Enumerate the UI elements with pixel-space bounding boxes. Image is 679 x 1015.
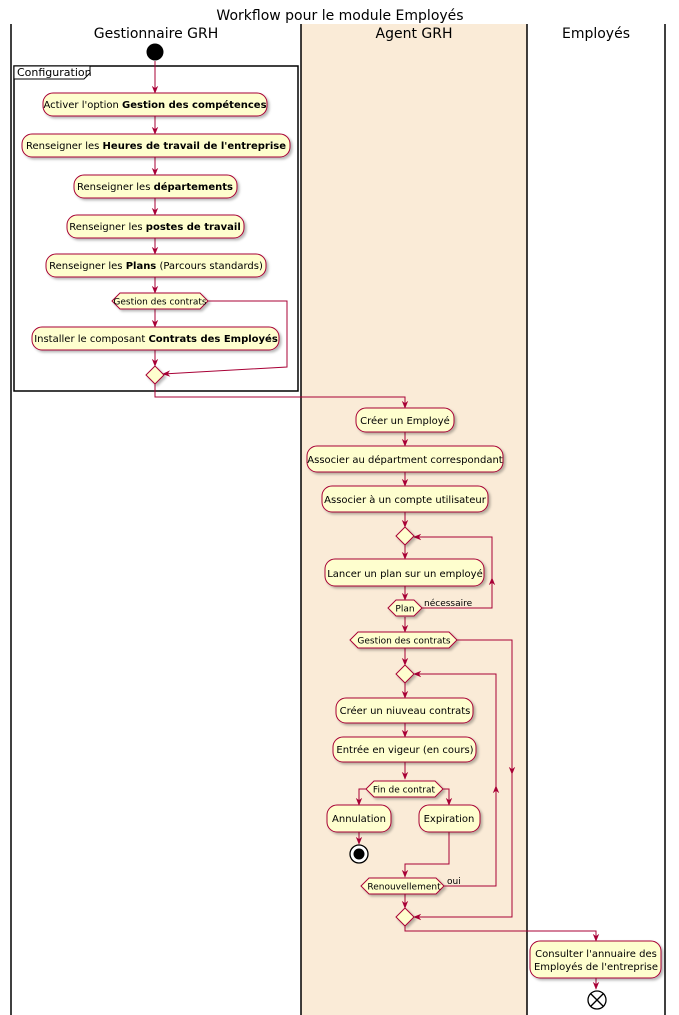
activity-associer-compte <box>321 485 489 513</box>
decision-renouvellement-guard: oui <box>447 877 461 887</box>
merge-node-contrats <box>395 907 415 927</box>
activity-departements-text: Renseigner les départements <box>77 181 233 193</box>
activity-plans-text: Renseigner les Plans (Parcours standards… <box>49 261 263 272</box>
lane-title-gestionnaire: Gestionnaire GRH <box>94 26 219 42</box>
activity-postes-travail-text: Renseigner les postes de travail <box>69 222 241 233</box>
decision-fin-contrat-label: Fin de contrat <box>373 786 436 796</box>
decision-plan-guard: nécessaire <box>424 598 473 609</box>
decision-renouvellement-label: Renouvellement <box>367 883 441 893</box>
activity-consulter-annuaire-line1: Consulter l'annuaire des <box>535 949 657 960</box>
loop-start-plan <box>395 526 415 546</box>
activity-expiration-text: Expiration <box>424 814 475 825</box>
decision-fin-contrat <box>365 780 444 798</box>
activity-creer-employe-text: Créer un Employé <box>360 415 450 427</box>
decision-gestion-contrats-config <box>111 292 209 310</box>
activity-creer-contrat-text: Créer un niuveau contrats <box>340 705 471 717</box>
frame-label: Configuration <box>17 66 92 79</box>
decision-plan <box>387 599 423 617</box>
activity-departements <box>73 174 238 199</box>
activity-creer-contrat <box>335 697 474 724</box>
start-node <box>146 43 164 61</box>
lane-title-agent: Agent GRH <box>376 26 453 42</box>
activity-plans <box>45 253 267 278</box>
configuration-frame <box>13 65 299 392</box>
frame-label-tab <box>13 65 91 80</box>
activity-expiration <box>418 804 481 833</box>
decision-gestion-contrats <box>349 631 458 649</box>
activity-activer-option <box>42 92 268 117</box>
end-node-cross <box>590 993 604 1007</box>
diagram-title: Workflow pour le module Employés <box>216 8 463 24</box>
activity-entree-vigueur <box>332 736 477 763</box>
lane-agent-background <box>301 24 527 1015</box>
activity-consulter-annuaire-line2: Employés de l'entreprise <box>534 961 658 973</box>
activity-associer-departement-text: Associer au départment correspondant <box>307 454 503 466</box>
activity-entree-vigueur-text: Entrée en vigeur (en cours) <box>336 744 473 756</box>
activity-installer-contrats <box>31 326 280 351</box>
decision-plan-label: Plan <box>395 605 414 615</box>
activity-annulation <box>326 804 392 833</box>
activity-activer-option-text: Activer l'option Gestion des compétences <box>43 99 266 111</box>
stop-node-inner <box>353 848 365 860</box>
activity-consulter-annuaire <box>529 940 662 979</box>
lane-title-employes: Employés <box>562 26 630 42</box>
decision-gestion-contrats-config-label: Gestion des contrats <box>113 298 207 308</box>
activity-creer-employe <box>355 407 455 433</box>
decision-gestion-contrats-label: Gestion des contrats <box>357 637 451 647</box>
activity-postes-travail <box>66 214 245 239</box>
activity-installer-contrats-text: Installer le composant Contrats des Empl… <box>34 333 278 345</box>
activity-lancer-plan <box>324 558 485 587</box>
activity-associer-departement <box>306 445 504 473</box>
activity-associer-compte-text: Associer à un compte utilisateur <box>324 494 487 506</box>
activity-lancer-plan-text: Lancer un plan sur un employé <box>327 568 483 580</box>
activity-annulation-text: Annulation <box>332 814 386 825</box>
loop-start-contrats <box>395 664 415 684</box>
activity-heures-travail-text: Renseigner les Heures de travail de l'en… <box>26 141 286 152</box>
decision-renouvellement <box>360 877 445 895</box>
activity-heures-travail <box>21 133 291 158</box>
merge-node <box>145 365 165 385</box>
